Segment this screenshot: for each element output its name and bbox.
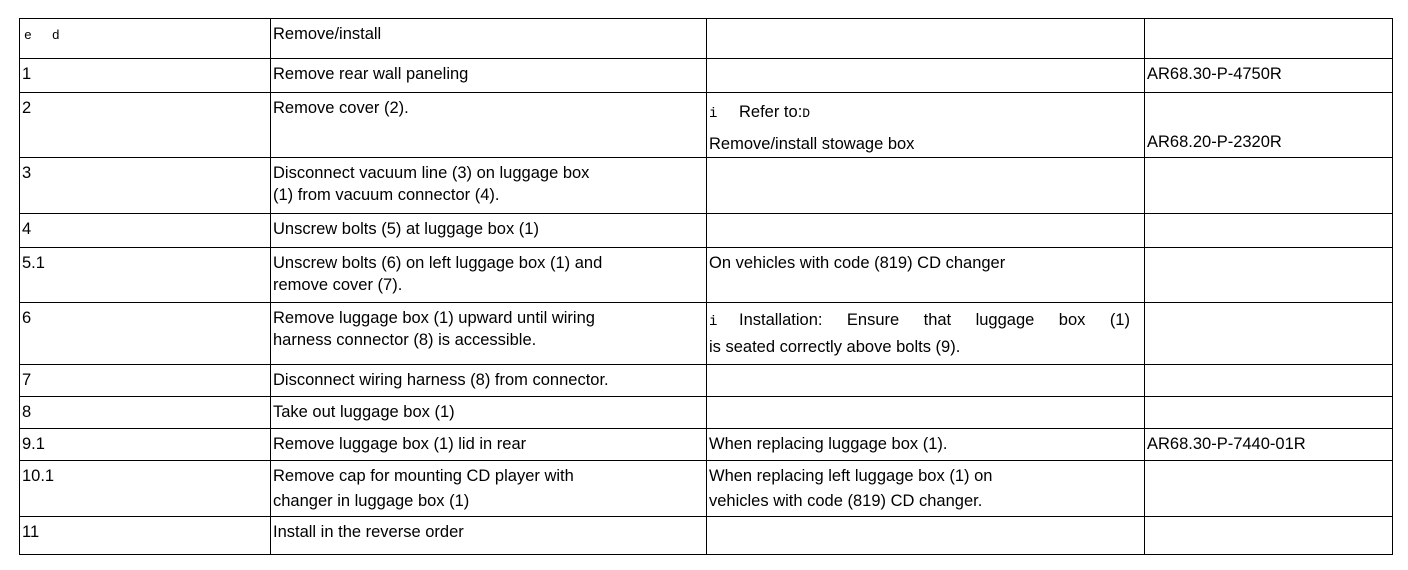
- step-reference: AR68.30-P-7440-01R: [1144, 428, 1393, 461]
- table-row: 8 Take out luggage box (1): [19, 396, 1393, 429]
- info-icon: i: [709, 106, 718, 122]
- step-reference: [1144, 157, 1393, 214]
- table-row: 10.1 Remove cap for mounting CD player w…: [19, 460, 1393, 517]
- step-note: [706, 157, 1145, 214]
- header-step-label-e: e: [24, 28, 32, 43]
- step-action: Remove cap for mounting CD player with c…: [270, 460, 707, 517]
- step-action: Take out luggage box (1): [270, 396, 707, 429]
- step-number: 7: [19, 364, 271, 397]
- step-action: Disconnect vacuum line (3) on luggage bo…: [270, 157, 707, 214]
- step-reference: [1144, 516, 1393, 555]
- header-ref-cell: [1144, 18, 1393, 59]
- step-number: 8: [19, 396, 271, 429]
- header-step-label-d: d: [51, 28, 60, 43]
- step-action: Unscrew bolts (6) on left luggage box (1…: [270, 247, 707, 303]
- step-note: i Refer to:D Remove/install stowage box: [706, 92, 1145, 158]
- step-reference: [1144, 247, 1393, 303]
- step-reference: [1144, 302, 1393, 365]
- table-row: 2 Remove cover (2). i Refer to:D Remove/i…: [19, 92, 1393, 158]
- step-note: [706, 58, 1145, 93]
- step-number: 3: [19, 157, 271, 214]
- step-reference: [1144, 364, 1393, 397]
- refer-link-text: Remove/install stowage box: [709, 135, 915, 153]
- step-reference: [1144, 396, 1393, 429]
- table-row: 3 Disconnect vacuum line (3) on luggage …: [19, 157, 1393, 214]
- step-action: Remove luggage box (1) lid in rear: [270, 428, 707, 461]
- step-note: [706, 213, 1145, 248]
- step-number: 2: [19, 92, 271, 158]
- step-reference: [1144, 460, 1393, 517]
- step-action: Install in the reverse order: [270, 516, 707, 555]
- refer-to-marker: D: [802, 106, 811, 121]
- step-number: 11: [19, 516, 271, 555]
- step-reference: AR68.20-P-2320R: [1144, 92, 1393, 158]
- step-note: When replacing luggage box (1).: [706, 428, 1145, 461]
- step-number: 4: [19, 213, 271, 248]
- step-action: Remove luggage box (1) upward until wiri…: [270, 302, 707, 365]
- header-note-cell: [706, 18, 1145, 59]
- step-note: [706, 396, 1145, 429]
- step-number: 9.1: [19, 428, 271, 461]
- table-row: 7 Disconnect wiring harness (8) from con…: [19, 364, 1393, 397]
- step-action: Remove cover (2).: [270, 92, 707, 158]
- step-note: [706, 364, 1145, 397]
- step-reference: [1144, 213, 1393, 248]
- info-icon: i: [709, 314, 718, 330]
- refer-to-label: Refer to:: [739, 103, 803, 121]
- table-row: 6 Remove luggage box (1) upward until wi…: [19, 302, 1393, 365]
- step-note: When replacing left luggage box (1) on v…: [706, 460, 1145, 517]
- step-number: 5.1: [19, 247, 271, 303]
- step-number: 1: [19, 58, 271, 93]
- table-row: 5.1 Unscrew bolts (6) on left luggage bo…: [19, 247, 1393, 303]
- step-number: 6: [19, 302, 271, 365]
- table-row: 4 Unscrew bolts (5) at luggage box (1): [19, 213, 1393, 248]
- step-reference: AR68.30-P-4750R: [1144, 58, 1393, 93]
- table-row: 11 Install in the reverse order: [19, 516, 1393, 555]
- table-row: 9.1 Remove luggage box (1) lid in rear W…: [19, 428, 1393, 461]
- step-note: [706, 516, 1145, 555]
- step-action: Disconnect wiring harness (8) from conne…: [270, 364, 707, 397]
- header-action-cell: Remove/install: [270, 18, 707, 59]
- step-action: Unscrew bolts (5) at luggage box (1): [270, 213, 707, 248]
- step-number: 10.1: [19, 460, 271, 517]
- table-row: 1 Remove rear wall paneling AR68.30-P-47…: [19, 58, 1393, 93]
- step-action: Remove rear wall paneling: [270, 58, 707, 93]
- step-note: On vehicles with code (819) CD changer: [706, 247, 1145, 303]
